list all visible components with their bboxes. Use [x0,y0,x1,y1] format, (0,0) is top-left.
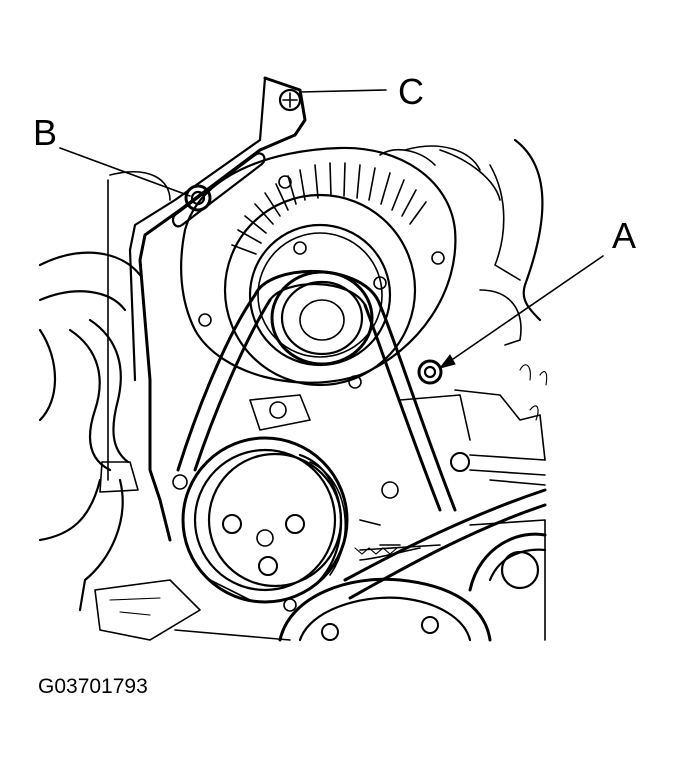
callout-a-label: A [612,215,637,256]
idler-pulleys [278,532,547,642]
leader-lines [59,89,604,369]
engine-block-outline [38,138,548,641]
lower-pulley [181,436,349,604]
bolt-b [184,184,212,212]
engine-details [172,394,471,612]
callout-c-label: C [398,71,424,112]
figure-code: G03701793 [38,675,148,698]
bolt-c [278,88,302,112]
callout-b-label: B [33,112,58,153]
drive-belt [176,270,547,600]
adjusting-bracket [128,76,307,542]
bolt-a [417,359,443,385]
